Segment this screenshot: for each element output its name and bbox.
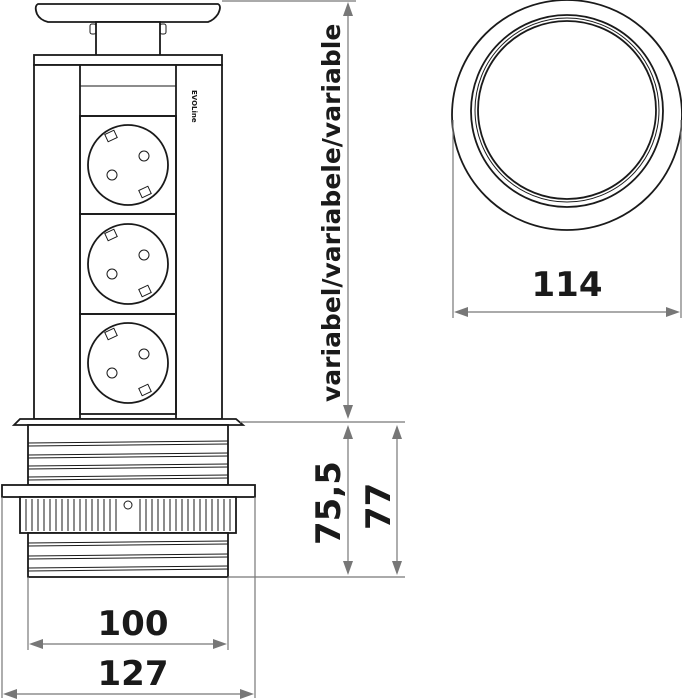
socket-3 <box>79 313 177 415</box>
knurl-lines <box>25 499 231 531</box>
dim-height-variable: variabel/variabele/variable <box>317 24 346 402</box>
top-cap <box>34 3 221 23</box>
dimensions-side: variabel/variabele/variable 75,5 77 100 … <box>1 0 405 699</box>
tower-body <box>33 64 223 420</box>
dim-diameter-114: 114 <box>532 265 603 305</box>
top-view <box>451 0 682 231</box>
inner-lid <box>477 20 657 200</box>
tower-top-band <box>33 54 223 66</box>
side-view: EVOLine <box>1 3 256 578</box>
cap-stem <box>95 21 161 57</box>
dimensions-top: 114 <box>452 120 682 318</box>
knurled-ring <box>19 496 237 534</box>
outer-ring <box>451 0 682 231</box>
dim-width-100: 100 <box>98 604 169 644</box>
brand-label: EVOLine <box>190 90 198 123</box>
clamp-plate <box>1 484 256 498</box>
dim-depth-77: 77 <box>359 483 399 530</box>
dim-width-127: 127 <box>98 654 169 694</box>
dim-depth-75-5: 75,5 <box>309 461 349 545</box>
